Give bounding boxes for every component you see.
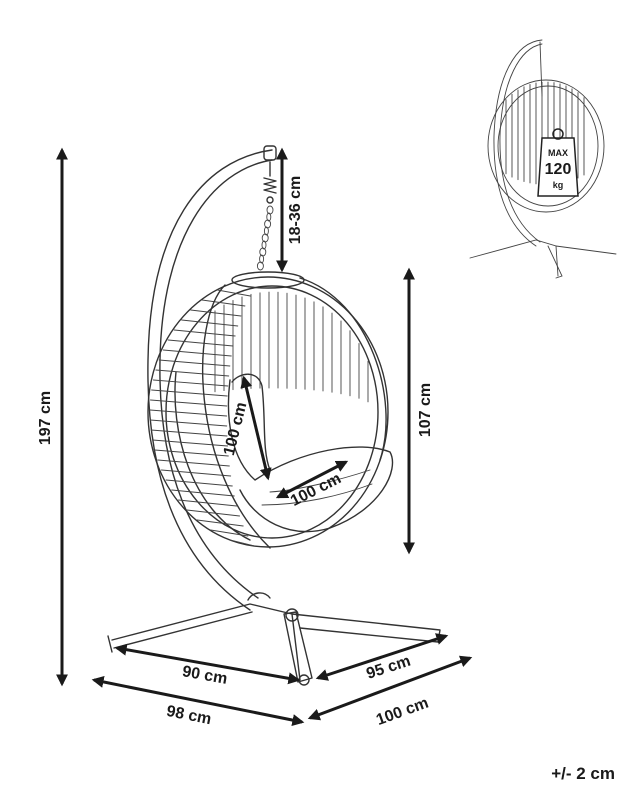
seat-width-100-arrow xyxy=(275,460,349,499)
seat-height-100-arrow xyxy=(240,375,272,481)
max-load-unit: kg xyxy=(553,180,564,190)
thumbnail-chair: MAX 120 kg xyxy=(469,39,617,279)
base-90-arrow xyxy=(114,643,301,685)
dimension-arrows xyxy=(56,147,473,726)
max-load-value: 120 xyxy=(545,161,572,178)
max-load-label: MAX xyxy=(548,148,568,158)
pole-hook-cap xyxy=(263,145,277,161)
depth-100-arrow xyxy=(307,655,473,721)
hanging-basket xyxy=(147,271,389,549)
label-overall-width: 98 cm xyxy=(165,703,213,728)
label-chain-length: 18-36 cm xyxy=(287,176,304,245)
max-load-badge: MAX 120 kg xyxy=(537,128,579,197)
stand-pole-outer xyxy=(147,149,273,611)
label-total-height: 197 cm xyxy=(37,391,54,445)
main-chair-drawing xyxy=(107,145,441,686)
width-98-arrow xyxy=(91,676,305,726)
hanging-chain xyxy=(256,161,277,271)
tolerance-note: +/- 2 cm xyxy=(551,764,615,783)
label-basket-height: 107 cm xyxy=(417,383,434,437)
dimension-labels: 197 cm 18-36 cm 107 cm 100 cm 100 cm 90 … xyxy=(37,176,434,729)
label-seat-height: 100 cm xyxy=(221,401,251,458)
label-base-depth: 95 cm xyxy=(364,653,412,683)
label-overall-depth: 100 cm xyxy=(374,695,431,730)
